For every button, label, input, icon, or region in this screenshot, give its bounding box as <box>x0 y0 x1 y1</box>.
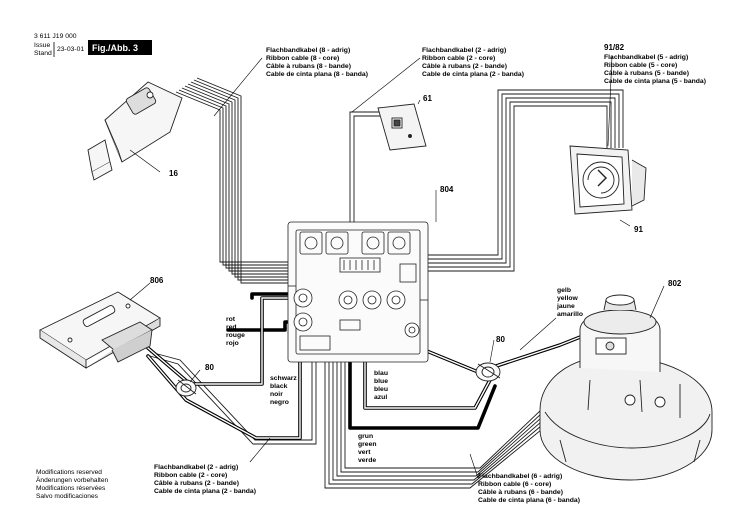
svg-text:Cable de cinta plana (8 - band: Cable de cinta plana (8 - banda) <box>266 71 368 78</box>
svg-text:Câble à rubans (5 - bande): Câble à rubans (5 - bande) <box>604 70 689 77</box>
label-ribbon-6: Flachbandkabel (6 - adrig) Ribbon cable … <box>478 473 580 504</box>
svg-text:noir: noir <box>270 391 283 398</box>
callout-806: 806 <box>150 276 164 285</box>
ribbon-cable-2-core-top <box>349 111 382 262</box>
part-61-module <box>377 103 427 151</box>
ribbon-cable-2-core-bottom <box>149 300 317 445</box>
svg-text:Ribbon cable (5 - core): Ribbon cable (5 - core) <box>604 62 677 69</box>
svg-text:rouge: rouge <box>226 332 245 339</box>
label-wire-yellow: gelb yellow jaune amarillo <box>556 287 583 318</box>
svg-text:Flachbandkabel (5 - adrig): Flachbandkabel (5 - adrig) <box>604 54 688 61</box>
svg-text:negro: negro <box>270 399 289 406</box>
svg-text:Flachbandkabel (2 - adrig): Flachbandkabel (2 - adrig) <box>154 464 238 471</box>
issue-date: 23-03-01 <box>57 46 84 53</box>
label-wire-red: rot red rouge rojo <box>226 316 245 347</box>
label-ribbon-5: Flachbandkabel (5 - adrig) Ribbon cable … <box>604 54 706 85</box>
issue-label: Issue <box>34 42 50 49</box>
footer-note: Modifications reserved Änderungen vorbeh… <box>36 469 109 500</box>
stand-label: Stand <box>34 50 52 57</box>
part-16-switch <box>87 81 183 181</box>
svg-text:Ribbon cable (2 - core): Ribbon cable (2 - core) <box>422 55 495 62</box>
header-block: 3 611 J19 000 Issue Stand 23-03-01 Fig./… <box>34 33 152 57</box>
svg-text:Modifications réservées: Modifications réservées <box>36 485 106 492</box>
callout-804: 804 <box>440 185 454 194</box>
svg-text:verde: verde <box>358 457 376 464</box>
wire-green <box>348 303 497 430</box>
svg-text:schwarz: schwarz <box>270 375 297 382</box>
svg-text:blau: blau <box>374 370 388 377</box>
svg-text:Cable de cinta plana (5 - band: Cable de cinta plana (5 - banda) <box>604 78 706 85</box>
svg-text:black: black <box>270 383 288 390</box>
svg-text:amarillo: amarillo <box>557 311 583 318</box>
svg-text:Ribbon cable (8 - core): Ribbon cable (8 - core) <box>266 55 339 62</box>
control-board-804 <box>287 221 429 363</box>
figure-label: Fig./Abb. 3 <box>92 43 138 53</box>
svg-text:Câble à rubans (6 - bande): Câble à rubans (6 - bande) <box>478 489 563 496</box>
svg-text:yellow: yellow <box>557 295 578 302</box>
callout-16: 16 <box>169 169 178 178</box>
label-ribbon-2-top: Flachbandkabel (2 - adrig) Ribbon cable … <box>422 47 524 78</box>
svg-text:azul: azul <box>374 394 387 401</box>
callout-91: 91 <box>634 225 643 234</box>
label-ribbon-8: Flachbandkabel (8 - adrig) Ribbon cable … <box>266 47 368 78</box>
svg-text:Câble à rubans (2 - bande): Câble à rubans (2 - bande) <box>154 480 239 487</box>
callout-802: 802 <box>668 279 682 288</box>
figure-badge <box>88 40 152 55</box>
cable-sleeves <box>175 362 501 397</box>
svg-text:rot: rot <box>226 316 236 323</box>
svg-text:Câble à rubans (2 - bande): Câble à rubans (2 - bande) <box>422 63 507 70</box>
part-806-bracket <box>39 291 161 369</box>
svg-text:jaune: jaune <box>556 303 575 310</box>
callout-80-right: 80 <box>496 335 505 344</box>
svg-text:Ribbon cable (6 - core): Ribbon cable (6 - core) <box>478 481 551 488</box>
svg-text:Änderungen vorbehalten: Änderungen vorbehalten <box>36 476 109 484</box>
label-wire-blue: blau blue bleu azul <box>374 370 388 401</box>
svg-text:red: red <box>226 324 237 331</box>
svg-text:Flachbandkabel (2 - adrig): Flachbandkabel (2 - adrig) <box>422 47 506 54</box>
svg-text:Cable de cinta plana (2 - band: Cable de cinta plana (2 - banda) <box>154 488 256 495</box>
svg-text:blue: blue <box>374 378 388 385</box>
part-91-switch-plate <box>569 145 647 215</box>
svg-text:Cable de cinta plana (2 - band: Cable de cinta plana (2 - banda) <box>422 71 524 78</box>
svg-text:green: green <box>358 441 377 448</box>
label-ribbon-2-bottom: Flachbandkabel (2 - adrig) Ribbon cable … <box>154 464 256 495</box>
svg-text:grun: grun <box>358 433 373 440</box>
svg-text:Cable de cinta plana (6 - band: Cable de cinta plana (6 - banda) <box>478 497 580 504</box>
svg-text:rojo: rojo <box>226 340 239 347</box>
svg-text:gelb: gelb <box>557 287 571 294</box>
callout-91-82: 91/82 <box>604 43 625 52</box>
label-wire-black: schwarz black noir negro <box>270 375 297 406</box>
svg-text:bleu: bleu <box>374 386 388 393</box>
svg-text:vert: vert <box>358 449 371 456</box>
callout-80-left: 80 <box>205 363 214 372</box>
callout-61: 61 <box>423 94 432 103</box>
wire-black-a <box>146 296 302 386</box>
motor-802 <box>539 294 713 481</box>
svg-text:Ribbon cable (2 - core): Ribbon cable (2 - core) <box>154 472 227 479</box>
ribbon-cable-5-core <box>420 89 624 272</box>
part-number: 3 611 J19 000 <box>34 33 77 40</box>
svg-text:Câble à rubans (8 - bande): Câble à rubans (8 - bande) <box>266 63 351 70</box>
sleeve-80-right <box>475 362 501 382</box>
svg-text:Salvo modificaciones: Salvo modificaciones <box>36 493 99 500</box>
label-wire-green: grun green vert verde <box>358 433 377 464</box>
leader-lines <box>129 55 665 479</box>
sleeve-80-left <box>175 379 197 397</box>
callouts: 16 61 91 91/82 804 806 802 80 80 <box>150 43 682 372</box>
svg-text:Flachbandkabel (6 - adrig): Flachbandkabel (6 - adrig) <box>478 473 562 480</box>
svg-text:Modifications reserved: Modifications reserved <box>36 469 102 476</box>
svg-text:Flachbandkabel (8 - adrig): Flachbandkabel (8 - adrig) <box>266 47 350 54</box>
